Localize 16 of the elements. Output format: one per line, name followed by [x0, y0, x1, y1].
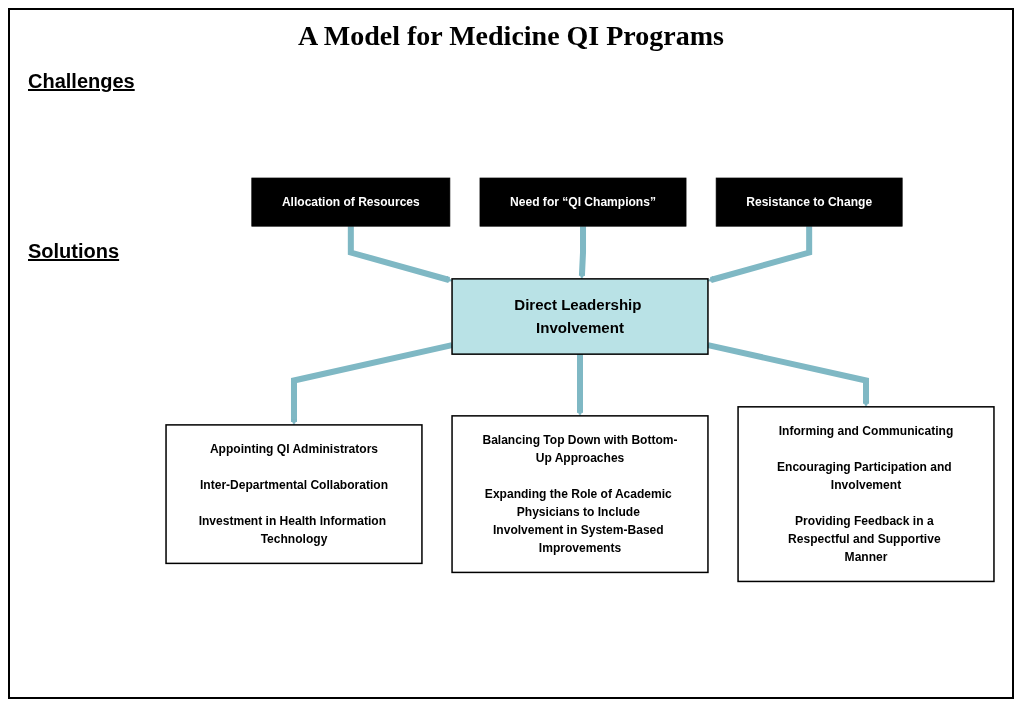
arrow — [290, 342, 453, 426]
section-heading: Challenges — [28, 70, 135, 93]
arrow — [347, 226, 453, 284]
node-box: Appointing QI Administrators Inter-Departmental Collaboration Investment in Health Information Technology — [165, 424, 423, 565]
arrow — [576, 354, 584, 417]
node-box: Direct Leadership Involvement — [451, 278, 709, 356]
arrow — [578, 226, 586, 280]
diagram-title: A Model for Medicine QI Programs — [298, 20, 724, 52]
arrow — [707, 342, 870, 408]
node-box: Allocation of Resources — [251, 177, 451, 227]
node-box: Need for “QI Champions” — [479, 177, 687, 227]
node-box: Resistance to Change — [715, 177, 903, 227]
section-heading: Solutions — [28, 240, 120, 263]
node-box: Balancing Top Down with Bottom-Up Approaches Expanding the Role of Academic Physicians to Include Involvement in System-Based Improvements — [451, 415, 709, 574]
arrow — [707, 226, 813, 284]
node-box: Informing and Communicating Encouraging Participation and Involvement Providing Feedback in a Respectful and Supportive Manner — [737, 406, 995, 583]
